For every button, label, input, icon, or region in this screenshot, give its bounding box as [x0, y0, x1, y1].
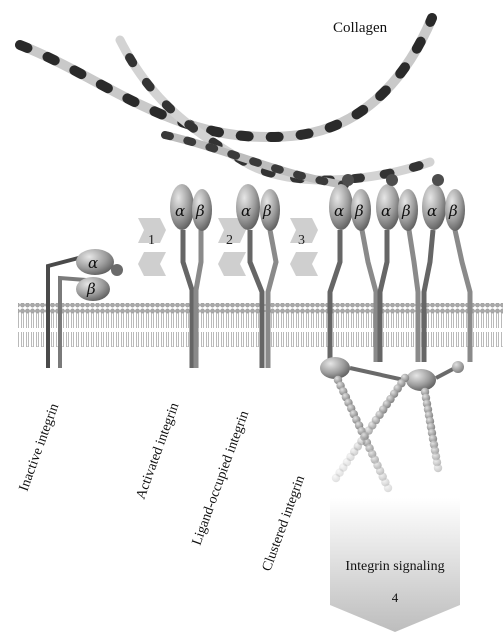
- collagen-fibers: [20, 18, 432, 185]
- clustered-integrin-label: Clustered integrin: [260, 474, 309, 574]
- activated-beta-label: β: [195, 202, 205, 220]
- inactive-integrin-label: Inactive integrin: [17, 402, 63, 494]
- actin-bead: [434, 464, 442, 472]
- integrin-signaling-box: Integrin signaling 4: [330, 498, 460, 632]
- step-arrow-3: 3: [290, 218, 318, 276]
- cluster3-beta-label: β: [448, 202, 458, 220]
- step-number-2: 2: [226, 233, 233, 248]
- activated-alpha-label: α: [175, 202, 185, 220]
- cytoskeletal-chains: [320, 357, 464, 492]
- step-arrow-2: 2: [218, 218, 246, 276]
- activated-integrin-label: Activated integrin: [134, 401, 183, 501]
- inactive-beta-label: β: [86, 280, 96, 298]
- ligand-occupied-integrin-label: Ligand-occupied integrin: [190, 409, 253, 547]
- collagen-fiber-2-dark: [120, 40, 430, 180]
- collagen-label: Collagen: [333, 20, 388, 36]
- cluster1-alpha-label: α: [334, 202, 344, 220]
- inactive-alpha-label: α: [88, 254, 98, 272]
- step-number-1: 1: [148, 233, 155, 248]
- collagen-fiber-3-dark: [165, 135, 345, 185]
- signaling-label: Integrin signaling: [345, 559, 444, 574]
- ligand-alpha-label: α: [241, 202, 251, 220]
- actin-bead: [332, 474, 340, 482]
- cluster2-alpha-label: α: [381, 202, 391, 220]
- cluster3-alpha-label: α: [427, 202, 437, 220]
- cluster2-beta-label: β: [401, 202, 411, 220]
- actin-bead: [384, 484, 392, 492]
- step-arrow-1: 1: [138, 218, 166, 276]
- step-number-4: 4: [392, 590, 399, 605]
- ligand-beta-label: β: [262, 202, 272, 220]
- cluster1-beta-label: β: [354, 202, 364, 220]
- step-number-3: 3: [298, 233, 305, 248]
- actin-chain-3: [421, 388, 442, 472]
